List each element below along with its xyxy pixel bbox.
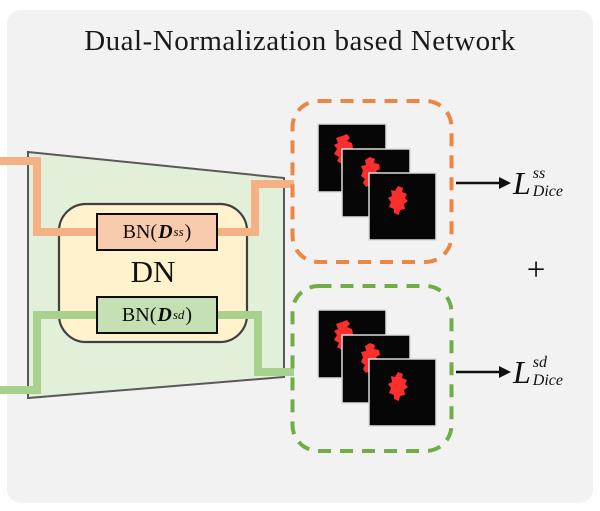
loss-ss-letter: L [513,165,531,201]
loss-ss-label: L ss Dice [513,160,563,206]
bn-sd-box [96,296,218,334]
loss-sd-superscript: sd [532,354,548,372]
wire-sd-output [217,311,294,376]
mask-stack-sd [317,309,437,427]
bn-ss-func: BN( [122,220,158,243]
plus-sign: + [526,252,546,288]
mask-stack-ss [317,123,437,241]
wire-ss-output [217,180,294,236]
loss-ss-superscript: ss [532,165,546,183]
bn-sd-close: ) [185,303,193,326]
bn-sd-func: BN( [121,303,157,326]
wire-ss-input [0,157,97,236]
arrow-ss-head-icon [499,177,511,189]
loss-sd-letter: L [513,354,531,390]
loss-ss-subscript: Dice [532,183,563,200]
sd-predictions-box [290,284,454,453]
wire-sd-input [0,311,97,394]
bn-ss-box [96,213,218,251]
figure-title: Dual-Normalization based Network [84,25,516,57]
loss-sd-subscript: Dice [532,372,563,389]
bn-ss-close: ) [184,220,192,243]
bn-sd-domain-symbol: D [157,303,172,326]
loss-sd-label: L sd Dice [513,349,563,395]
bn-ss-domain-symbol: D [158,220,173,243]
ss-predictions-box [290,99,454,264]
arrow-sd-head-icon [499,366,511,378]
dn-module-label: DN [130,254,176,289]
